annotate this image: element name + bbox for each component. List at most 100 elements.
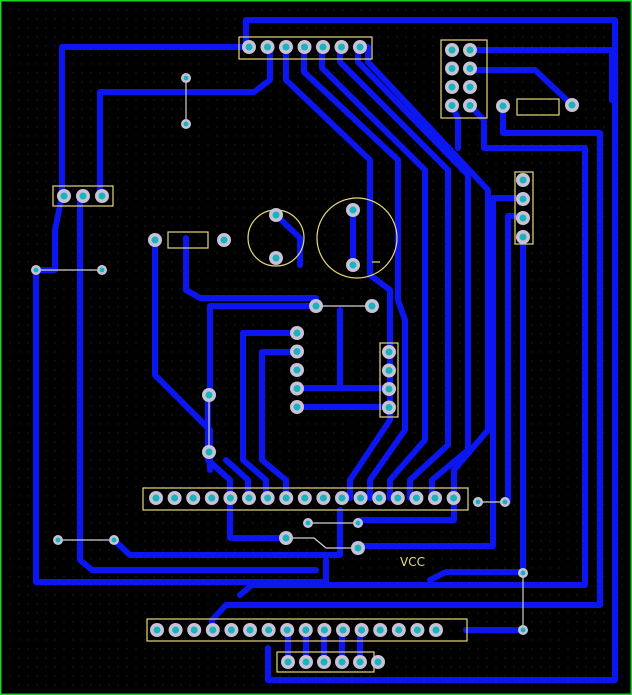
pad-header-bottom-6-1-hole <box>284 658 292 666</box>
pad-header-top-right-a-2-hole <box>448 65 456 72</box>
pad-cap-large-2-hole <box>349 261 357 269</box>
pad-header-top-right-a-4-hole <box>448 102 456 109</box>
pad-header-main-15-hole <box>412 494 420 502</box>
pad-header-bottom-2-hole <box>172 626 180 634</box>
pad-header-top-right-b-3-hole <box>466 83 474 91</box>
pad-jumper-d-hole <box>99 267 105 273</box>
pad-header-bottom-11-hole <box>339 626 347 634</box>
jumper-center-b <box>286 537 358 549</box>
pad-header-main-5-hole <box>226 494 234 502</box>
pad-header-middle-4-3-hole <box>385 385 393 393</box>
pad-header-bottom-3-hole <box>190 626 198 634</box>
outline-header-main-16pin <box>142 487 469 511</box>
pad-header-right-4-hole <box>519 233 527 241</box>
trace-right-header-link <box>467 67 575 108</box>
pad-header-top-right-b-4-hole <box>466 102 474 109</box>
trace-bundle-3 <box>319 44 428 501</box>
pad-header-bottom-14-hole <box>395 626 403 634</box>
pad-jumper-g-hole <box>205 391 213 399</box>
trace-cap-to-header <box>273 212 303 268</box>
pad-jumper-m-hole <box>282 534 290 542</box>
vcc-label: VCC <box>400 555 425 569</box>
outline-header-top-7pin <box>238 36 373 60</box>
trace-main-down-2 <box>111 507 343 558</box>
trace-mid-5pin-1 <box>240 330 300 501</box>
pad-header-bottom-8-hole <box>283 626 291 634</box>
pad-header-main-2-hole <box>171 494 179 502</box>
pad-header-middle-5-2-hole <box>293 348 301 355</box>
pad-header-bottom-4-hole <box>209 626 217 634</box>
outline-header-right-4pin <box>514 171 534 245</box>
pad-header-main-11-hole <box>338 494 346 502</box>
pad-jumper-f-hole <box>368 302 376 310</box>
pad-header-top-5-hole <box>319 43 327 51</box>
pad-header-bottom-13-hole <box>376 626 384 634</box>
pad-resistor-top-right-2-hole <box>568 101 576 109</box>
pad-header-middle-5-1-hole <box>293 329 301 337</box>
pad-header-bottom-16-hole <box>432 626 440 634</box>
pad-header-left-2-hole <box>79 192 87 200</box>
trace-right-mid <box>237 103 588 598</box>
pad-header-bottom-10-hole <box>320 626 328 634</box>
trace-main-right <box>357 495 457 523</box>
outline-header-top-right <box>440 39 488 119</box>
pad-header-middle-5-3-hole <box>293 366 301 374</box>
pad-cap-small-1-hole <box>272 211 280 219</box>
pad-jumper-k-hole <box>305 520 311 526</box>
pad-jumper-e-hole <box>312 302 320 310</box>
pad-header-main-4-hole <box>208 494 216 502</box>
pad-resistor-left-2-hole <box>220 236 228 244</box>
pad-header-middle-5-4-hole <box>293 385 301 392</box>
pad-header-main-10-hole <box>319 494 327 502</box>
trace-cap-left <box>183 235 319 301</box>
pad-header-top-right-b-2-hole <box>466 65 474 72</box>
trace-mid-5pin-2 <box>259 349 300 501</box>
pad-header-main-6-hole <box>245 494 253 502</box>
pad-header-main-16-hole <box>431 494 439 502</box>
jumper-wires <box>36 78 524 630</box>
pad-header-bottom-6-5-hole <box>356 658 364 666</box>
outline-capacitor-large <box>316 197 398 279</box>
pad-header-middle-5-5-hole <box>293 403 301 411</box>
pad-header-top-right-b-1-hole <box>466 46 474 54</box>
pad-header-bottom-6-6-hole <box>374 658 382 666</box>
pad-header-main-3-hole <box>189 494 197 502</box>
pad-header-left-1-hole <box>60 192 68 200</box>
pad-jumper-r-hole <box>520 627 526 633</box>
pad-header-right-2-hole <box>519 195 527 203</box>
pad-jumper-b-hole <box>183 121 189 127</box>
pad-header-main-1-hole <box>152 494 160 502</box>
trace-top-border <box>243 17 618 683</box>
pad-jumper-a-hole <box>183 75 189 81</box>
pad-jumper-n-hole <box>354 544 362 552</box>
trace-top-left-bus <box>59 44 249 193</box>
pad-header-middle-4-4-hole <box>385 404 393 411</box>
pad-jumper-q-hole <box>520 570 526 576</box>
pad-header-bottom-6-3-hole <box>320 658 328 666</box>
trace-bundle-1 <box>283 44 393 501</box>
outline-resistor-top-right <box>516 98 560 116</box>
trace-top-right-header <box>467 47 615 103</box>
trace-mid-left-loop <box>207 303 319 398</box>
pad-header-top-2-hole <box>264 43 271 51</box>
pad-header-top-right-a-3-hole <box>448 83 456 91</box>
trace-mid-main-a <box>205 392 233 501</box>
pad-header-main-14-hole <box>394 494 402 502</box>
pad-header-bottom-9-hole <box>302 626 310 634</box>
pad-header-top-4-hole <box>301 43 308 51</box>
pad-resistor-left-1-hole <box>151 236 159 244</box>
pad-header-bottom-6-2-hole <box>302 658 310 666</box>
pad-header-top-6-hole <box>338 43 345 51</box>
trace-right-vertical <box>209 103 603 633</box>
trace-right-header-to-main <box>355 195 526 549</box>
pad-jumper-c-hole <box>33 267 39 273</box>
pad-resistor-top-right-1-hole <box>499 102 507 110</box>
pad-header-middle-4-1-hole <box>385 348 393 356</box>
pads <box>31 40 579 669</box>
pad-jumper-i-hole <box>475 499 481 505</box>
trace-right-header-lower <box>427 233 526 583</box>
pad-header-bottom-6-hole <box>246 626 254 634</box>
outline-header-left-3pin <box>52 185 114 207</box>
